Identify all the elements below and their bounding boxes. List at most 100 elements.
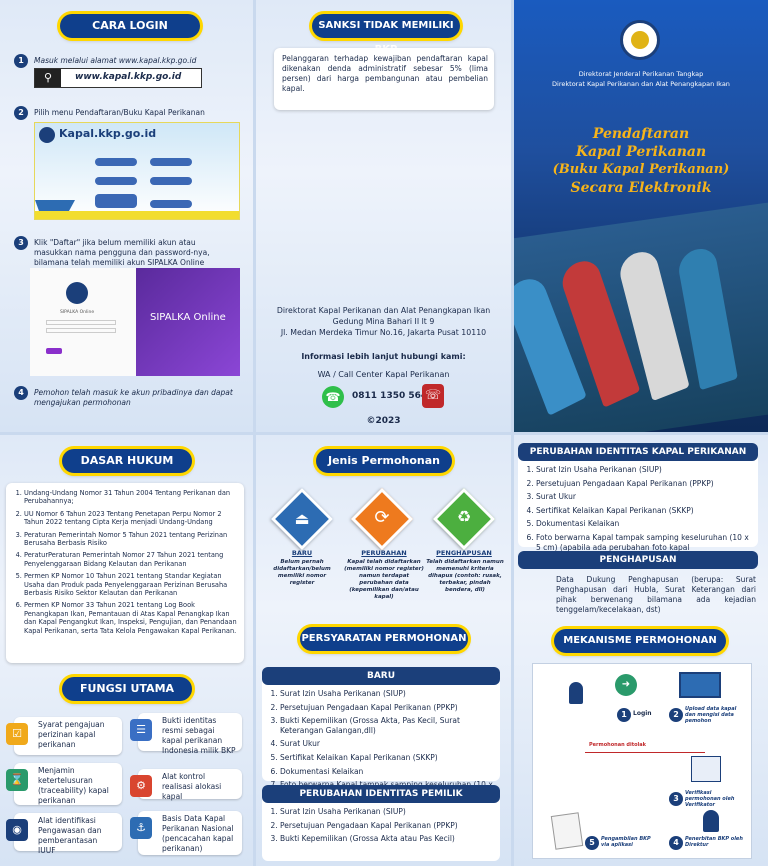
panel-cover: Direktorat Jenderal Perikanan Tangkap Di…	[514, 0, 768, 432]
sanksi-address-3: Jl. Medan Merdeka Timur No.16, Jakarta P…	[280, 328, 487, 337]
mekanisme-diagram: ➜ 1 Login 2 Upload data kapal dan mengis…	[532, 663, 752, 859]
jenis-title: Jenis Permohonan	[316, 449, 452, 473]
fungsi-item-1: ☑ Syarat pengajuan perizinan kapal perik…	[6, 717, 122, 755]
document-icon	[550, 812, 584, 850]
step-number-1: 1	[14, 54, 28, 68]
pemilik-title: PERUBAHAN IDENTITAS PEMILIK	[262, 785, 500, 803]
perubahan-kapal-item: Persetujuan Pengadaan Kapal Perikanan (P…	[536, 479, 754, 489]
mek-step-1: 1	[617, 708, 631, 722]
perubahan-kapal-box: PERUBAHAN IDENTITAS KAPAL PERIKANAN Sura…	[518, 443, 758, 552]
login-icon: ➜	[615, 674, 637, 696]
website-ship-graphic	[35, 200, 75, 211]
sanksi-address-2: Gedung Mina Bahari II lt 9	[332, 317, 435, 326]
perubahan-kapal-item: Foto berwarna Kapal tampak samping kesel…	[536, 533, 754, 552]
gear-icon: ⚙	[130, 775, 152, 797]
step-1-text: Masuk melalui alamat www.kapal.kkp.go.id	[34, 56, 197, 65]
fungsi-item-5: ◉ Alat identifikasi Pengawasan dan pembe…	[6, 813, 122, 855]
mek-step-4: 4	[669, 836, 683, 850]
panel-sanksi: SANKSI TIDAK MEMILIKI BKP Pelanggaran te…	[256, 0, 511, 432]
lock-icon: ☑	[6, 723, 28, 745]
mek-step-5: 5	[585, 836, 599, 850]
fungsi-item-3: ⌛ Menjamin ketertelusuran (traceability)…	[6, 763, 122, 805]
url-bar[interactable]: ⚲ www.kapal.kkp.go.id	[34, 68, 202, 88]
sipalka-banner: SIPALKA Online	[136, 268, 240, 376]
verify-icon	[691, 756, 721, 782]
perubahan-kapal-item: Dokumentasi Kelaikan	[536, 519, 754, 529]
step-3-text: Klik "Daftar" jika belum memiliki akun a…	[34, 238, 210, 267]
penghapusan-label: PENGHAPUSAN	[436, 549, 492, 557]
step-number-3: 3	[14, 236, 28, 250]
mek-step-3-label: Verifikasi permohonan oleh Verifikator	[685, 790, 735, 808]
penghapusan-desc: Telah didaftarkan namun memenuhi kriteri…	[426, 559, 504, 593]
mek-step-2: 2	[669, 708, 683, 722]
refresh-icon: ⟳	[374, 507, 390, 528]
perubahan-kapal-item: Surat Ukur	[536, 492, 754, 502]
fungsi-title: FUNGSI UTAMA	[62, 677, 192, 701]
sipalka-login-button[interactable]	[46, 348, 62, 354]
website-logo	[39, 127, 55, 143]
mek-step-4-label: Penerbitan BKP oleh Direktur	[685, 836, 743, 848]
baru-label: BARU	[291, 549, 313, 557]
sanksi-title: SANKSI TIDAK MEMILIKI BKP	[312, 14, 460, 55]
sipalka-username-field[interactable]	[46, 320, 116, 325]
panel-jenis: Jenis Permohonan ⏏ BARU Belum pernah did…	[256, 435, 511, 866]
website-title: Kapal.kkp.go.id	[59, 127, 157, 140]
mek-step-3: 3	[669, 792, 683, 806]
pemilik-item: Bukti Kepemilikan (Grossa Akta atau Pas …	[280, 834, 496, 844]
baru-item: Surat Izin Usaha Perikanan (SIUP)	[280, 689, 496, 699]
pemilik-list: Surat Izin Usaha Perikanan (SIUP)Persetu…	[266, 807, 496, 848]
perubahan-label: PERUBAHAN	[361, 549, 407, 557]
fungsi-item-6: ⚓ Basis Data Kapal Perikanan Nasional (p…	[130, 811, 242, 855]
cover-title-3: (Buku Kapal Perikanan)	[552, 162, 730, 177]
cover-title-4: Secara Elektronik	[570, 180, 712, 196]
mek-step-1-label: Login	[633, 710, 652, 717]
dasar-hukum-item: PeraturPeraturan Pemerintah Nomor 27 Tah…	[24, 551, 240, 568]
dasar-hukum-item: Undang-Undang Nomor 31 Tahun 2004 Tentan…	[24, 489, 240, 506]
dasar-hukum-box: Undang-Undang Nomor 31 Tahun 2004 Tentan…	[6, 483, 244, 663]
website-footer	[35, 211, 239, 219]
dasar-hukum-item: Permen KP Nomor 33 Tahun 2021 tentang Lo…	[24, 601, 240, 635]
sanksi-body: Pelanggaran terhadap kewajiban pendaftar…	[282, 54, 488, 93]
telephone-icon: ☏	[422, 384, 444, 408]
sanksi-phone[interactable]: 0811 1350 564	[352, 391, 428, 401]
panel-mekanisme: PERUBAHAN IDENTITAS KAPAL PERIKANAN Sura…	[514, 435, 768, 866]
hourglass-icon: ⌛	[6, 769, 28, 791]
director-icon	[703, 810, 719, 832]
perubahan-desc: Kapal telah didaftarkan (memiliki nomor …	[344, 559, 424, 600]
url-text: www.kapal.kkp.go.id	[75, 72, 182, 82]
ship-icon: ⚓	[130, 817, 152, 839]
sipalka-password-field[interactable]	[46, 328, 116, 333]
cover-title-2: Kapal Perikanan	[575, 144, 707, 160]
user-icon	[569, 682, 583, 704]
baru-title: BARU	[262, 667, 500, 685]
mekanisme-title: MEKANISME PERMOHONAN	[554, 629, 726, 653]
step-number-4: 4	[14, 386, 28, 400]
sipalka-login-form: SIPALKA Online	[30, 268, 136, 376]
mek-rejected-label: Permohonan ditolak	[589, 742, 646, 748]
fungsi-item-4: ⚙ Alat kontrol realisasi alokasi kapal	[130, 769, 242, 801]
baru-item: Persetujuan Pengadaan Kapal Perikanan (P…	[280, 703, 496, 713]
dasar-hukum-title: DASAR HUKUM	[62, 449, 192, 473]
perubahan-kapal-list: Surat Izin Usaha Perikanan (SIUP)Persetu…	[522, 465, 754, 556]
eject-icon: ⏏	[294, 509, 310, 528]
dasar-hukum-item: Peraturan Pemerintah Nomor 5 Tahun 2021 …	[24, 531, 240, 548]
whatsapp-icon[interactable]: ☎	[322, 386, 344, 408]
dasar-hukum-item: UU Nomor 6 Tahun 2023 Tentang Penetapan …	[24, 510, 240, 527]
pemilik-item: Persetujuan Pengadaan Kapal Perikanan (P…	[280, 821, 496, 831]
step-4-text: Pemohon telah masuk ke akun pribadinya d…	[34, 388, 233, 407]
baru-item: Sertifikat Kelaikan Kapal Perikanan (SKK…	[280, 753, 496, 763]
panel-dasar-hukum: DASAR HUKUM Undang-Undang Nomor 31 Tahun…	[0, 435, 253, 866]
mek-step-2-label: Upload data kapal dan mengisi data pemoh…	[685, 706, 737, 724]
baru-item: Surat Ukur	[280, 739, 496, 749]
perubahan-kapal-item: Sertifikat Kelaikan Kapal Perikanan (SKK…	[536, 506, 754, 516]
cover-ships-photo	[514, 200, 768, 432]
cara-login-title: CARA LOGIN	[60, 14, 200, 38]
sanksi-info: Informasi lebih lanjut hubungi kami:	[301, 352, 466, 361]
sipalka-logo	[66, 282, 88, 304]
id-card-icon: ☰	[130, 719, 152, 741]
sanksi-address-1: Direktorat Kapal Perikanan dan Alat Pena…	[276, 306, 491, 315]
penghapusan-body: Data Dukung Penghapusan (berupa: Surat P…	[556, 575, 756, 614]
kkp-logo	[620, 20, 660, 60]
cover-title-1: Pendaftaran	[592, 126, 690, 142]
cover-org-2: Direktorat Kapal Perikanan dan Alat Pena…	[552, 80, 730, 88]
